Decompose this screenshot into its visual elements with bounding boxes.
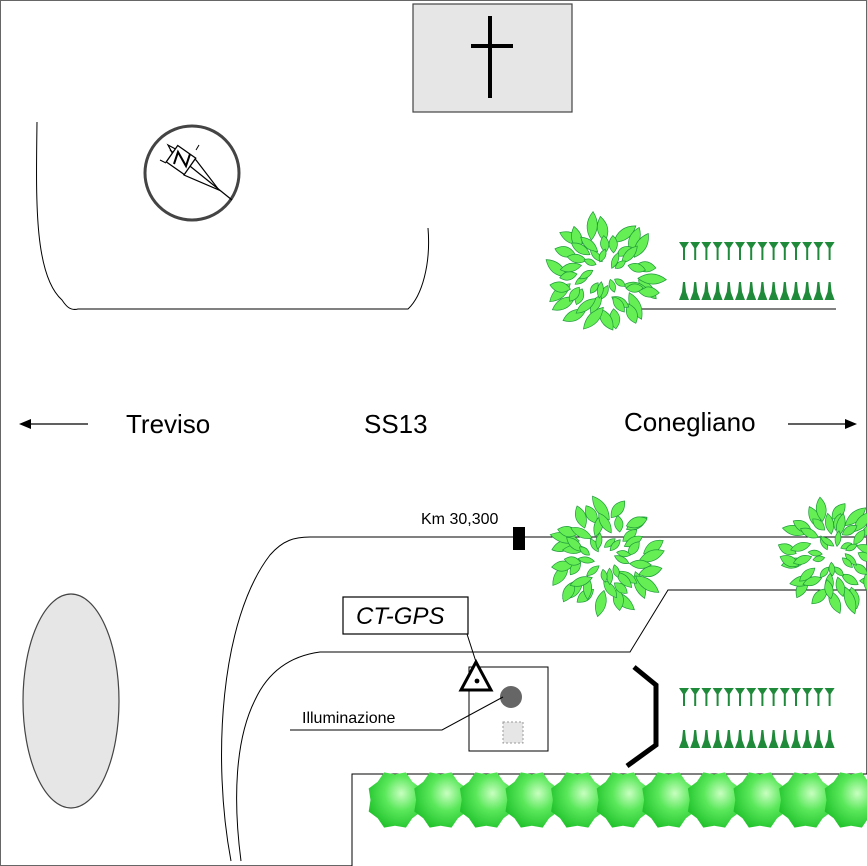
tree-upper (545, 211, 667, 331)
wall-bracket (625, 665, 659, 769)
plant-rows-lower (679, 688, 835, 748)
ct-gps-label-box (342, 596, 469, 635)
road-name-label: SS13 (364, 409, 428, 439)
compass-icon (143, 124, 241, 222)
hedge-row (368, 772, 867, 828)
cross-icon (471, 16, 513, 98)
km-marker-post (513, 527, 525, 550)
equipment-box (502, 721, 524, 744)
triangle-marker-icon (458, 658, 494, 692)
lamp-post (500, 686, 522, 708)
tree-lower-right (777, 496, 867, 615)
lighting-label: Illuminazione (302, 710, 395, 727)
treviso-label: Treviso (126, 409, 210, 439)
lighting-leader (290, 696, 504, 731)
church-building (412, 3, 573, 113)
conegliano-label: Conegliano (624, 407, 756, 437)
ct-gps-label: CT-GPS (356, 603, 444, 630)
arrow-left-icon (19, 419, 88, 429)
tree-lower-left (549, 495, 665, 618)
ct-gps-leader (466, 633, 478, 666)
plant-rows-upper (679, 242, 835, 300)
arrow-right-icon (788, 419, 857, 429)
km-marker-label: Km 30,300 (421, 511, 498, 528)
lot-boundary-upper (36, 121, 430, 310)
access-road (236, 589, 866, 862)
grey-oval (22, 593, 120, 809)
